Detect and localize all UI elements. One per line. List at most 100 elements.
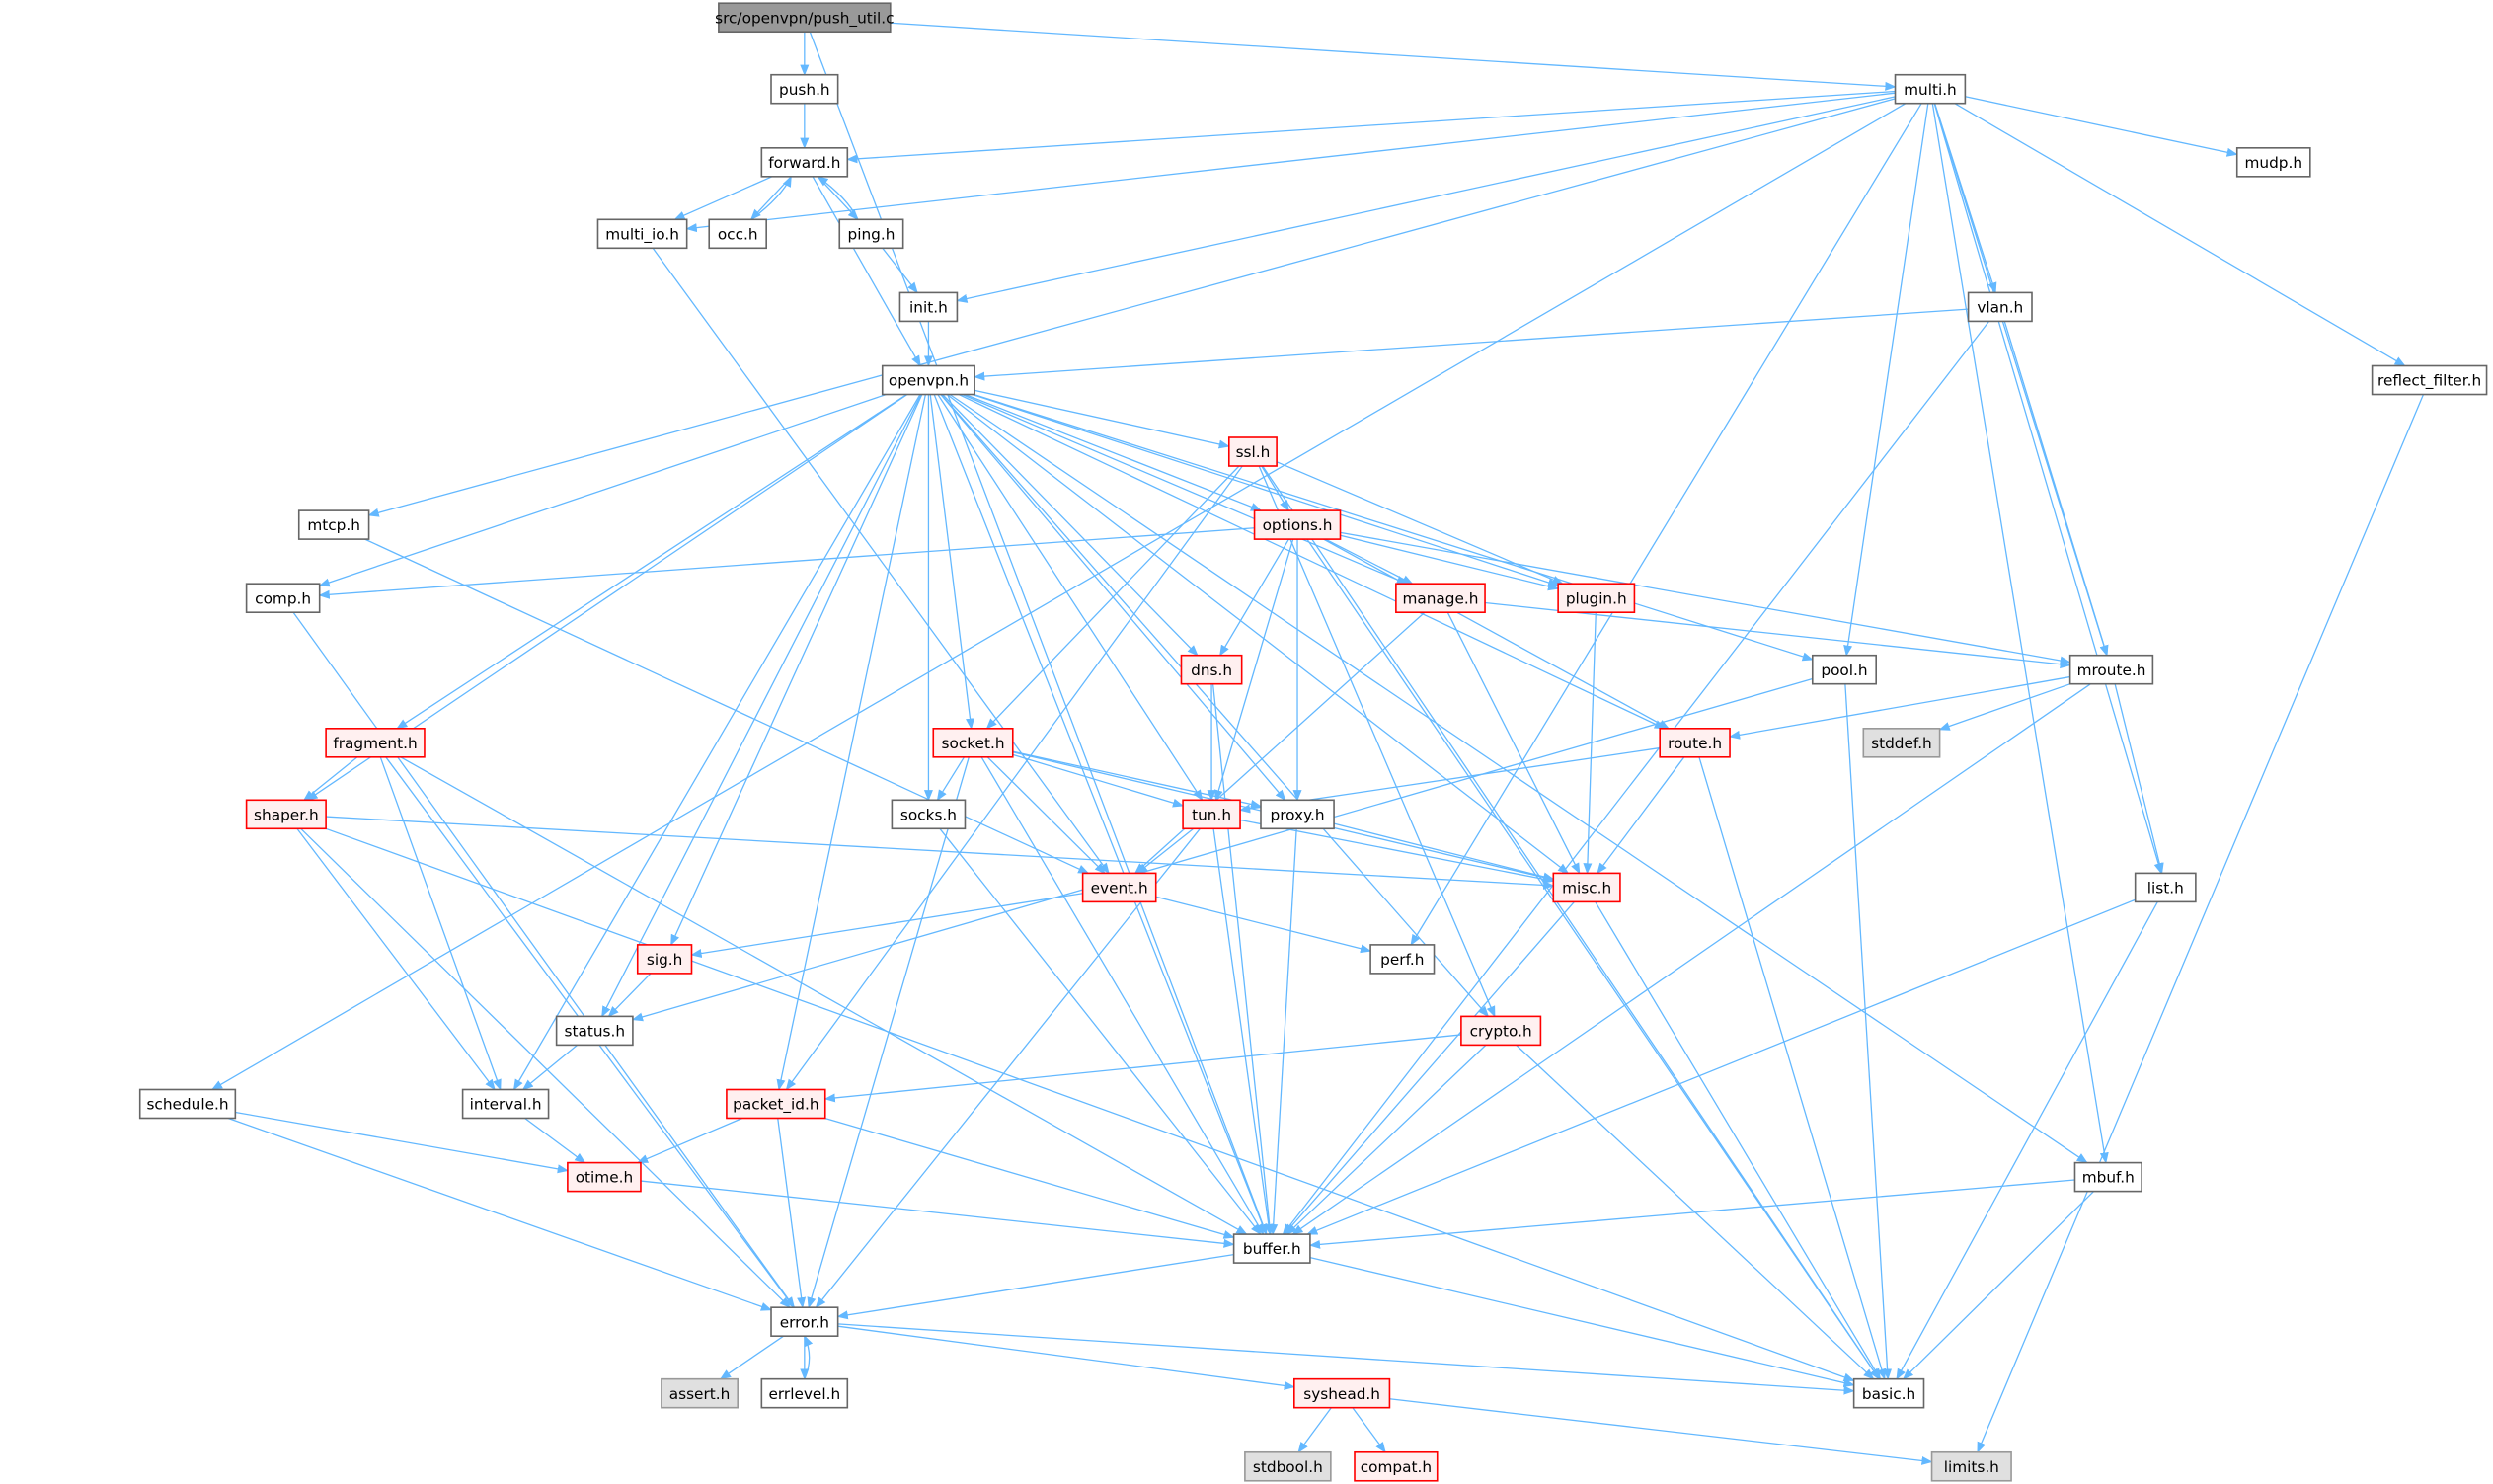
node-compat[interactable]: compat.h [1354,1450,1439,1482]
node-occ[interactable]: occ.h [708,218,767,250]
node-basic[interactable]: basic.h [1852,1377,1925,1409]
node-label: fragment.h [333,735,417,752]
node-stddef[interactable]: stddef.h [1862,728,1941,758]
edge-multi-to-list [1933,103,2163,875]
node-label: misc.h [1562,880,1611,898]
edge-openvpn-to-tun [937,394,1204,802]
node-mroute[interactable]: mroute.h [2068,654,2154,685]
edge-multi-to-perf [1410,103,1922,946]
node-syshead[interactable]: syshead.h [1293,1377,1391,1409]
node-mtcp[interactable]: mtcp.h [297,509,370,540]
edge-mroute-to-list [2114,683,2164,875]
node-root[interactable]: src/openvpn/push_util.c [715,2,895,34]
node-ssl[interactable]: ssl.h [1227,436,1278,467]
node-socket[interactable]: socket.h [932,728,1014,758]
node-reflect-filter[interactable]: reflect_filter.h [2371,364,2488,396]
node-box [2068,654,2154,685]
edge-options-to-mroute [1340,531,2071,665]
node-ping[interactable]: ping.h [838,218,904,250]
node-fragment[interactable]: fragment.h [325,728,426,758]
node-multi-io[interactable]: multi_io.h [596,218,688,250]
edge-socket-to-event [986,756,1106,875]
node-schedule[interactable]: schedule.h [138,1088,237,1120]
edge-otime-to-buffer [640,1180,1235,1248]
node-stdbool[interactable]: stdbool.h [1244,1450,1332,1482]
edge-options-to-basic [1306,538,1880,1380]
node-label: push.h [779,81,830,99]
node-forward[interactable]: forward.h [760,147,849,178]
node-errlevel[interactable]: errlevel.h [760,1377,849,1409]
node-init[interactable]: init.h [898,291,959,323]
node-comp[interactable]: comp.h [245,583,321,614]
node-box [1182,799,1241,830]
node-event[interactable]: event.h [1081,872,1157,903]
node-mbuf[interactable]: mbuf.h [2073,1161,2142,1193]
node-vlan[interactable]: vlan.h [1967,291,2033,323]
edge-openvpn-to-status [601,394,922,1018]
node-plugin[interactable]: plugin.h [1557,583,1636,614]
edge-error-to-basic [837,1323,1855,1395]
edge-options-to-comp [318,527,1255,599]
edge-forward-to-multi_io [673,176,773,220]
edge-multi-to-schedule [210,103,1907,1091]
edge-mbuf-to-basic [1902,1191,2095,1380]
node-crypto[interactable]: crypto.h [1460,1015,1542,1047]
node-assert[interactable]: assert.h [661,1377,739,1409]
node-packet-id[interactable]: packet_id.h [726,1088,826,1120]
edge-list-to-buffer [1306,898,2136,1235]
edge-openvpn-to-ssl [974,389,1230,449]
edge-dns-to-buffer [1211,683,1275,1236]
node-label: init.h [909,299,948,317]
edge-mtcp-to-event [364,538,1090,874]
node-tun[interactable]: tun.h [1182,799,1241,830]
edge-status-to-interval [521,1044,579,1091]
edge-event-to-sig [690,893,1083,958]
node-shaper[interactable]: shaper.h [245,799,327,830]
node-interval[interactable]: interval.h [461,1088,550,1120]
node-otime[interactable]: otime.h [567,1161,642,1193]
node-openvpn[interactable]: openvpn.h [881,364,975,396]
node-limits[interactable]: limits.h [1930,1450,2012,1482]
edge-shaper-to-interval [296,827,496,1091]
node-push[interactable]: push.h [770,73,839,105]
node-label: options.h [1263,516,1333,534]
node-error[interactable]: error.h [770,1306,839,1337]
node-buffer[interactable]: buffer.h [1232,1233,1311,1264]
edge-schedule-to-error [227,1117,773,1311]
node-manage[interactable]: manage.h [1395,583,1486,614]
edge-fragment-to-buffer [400,756,1248,1235]
node-label: packet_id.h [733,1096,818,1115]
node-box [898,291,959,323]
node-label: ping.h [847,225,895,243]
node-box [1862,728,1941,758]
edge-fragment-to-shaper [303,756,358,802]
node-dns[interactable]: dns.h [1180,654,1243,685]
node-sig[interactable]: sig.h [636,944,693,975]
edge-socket-to-proxy [1012,750,1263,809]
node-box [1460,1015,1542,1047]
node-box [760,147,849,178]
node-pool[interactable]: pool.h [1811,654,1877,685]
node-box [1180,654,1243,685]
node-route[interactable]: route.h [1659,728,1731,758]
node-box [245,583,321,614]
node-socks[interactable]: socks.h [891,799,967,830]
edge-openvpn-to-options [965,393,1263,511]
node-label: stddef.h [1871,735,1932,752]
node-mudp[interactable]: mudp.h [2235,147,2311,178]
node-perf[interactable]: perf.h [1369,944,1436,975]
node-misc[interactable]: misc.h [1552,872,1621,903]
node-label: schedule.h [146,1096,228,1114]
edge-multi-to-mbuf [1931,103,2109,1164]
node-label: perf.h [1380,951,1424,969]
node-options[interactable]: options.h [1253,509,1342,540]
node-label: socks.h [900,806,957,823]
edge-forward-to-openvpn [812,176,921,367]
node-multi[interactable]: multi.h [1894,73,1967,105]
node-proxy[interactable]: proxy.h [1260,799,1335,830]
node-status[interactable]: status.h [555,1015,634,1047]
node-box [1395,583,1486,614]
node-list[interactable]: list.h [2134,872,2197,903]
edge-multi-to-multi_io [685,92,1896,233]
node-box [1232,1233,1311,1264]
